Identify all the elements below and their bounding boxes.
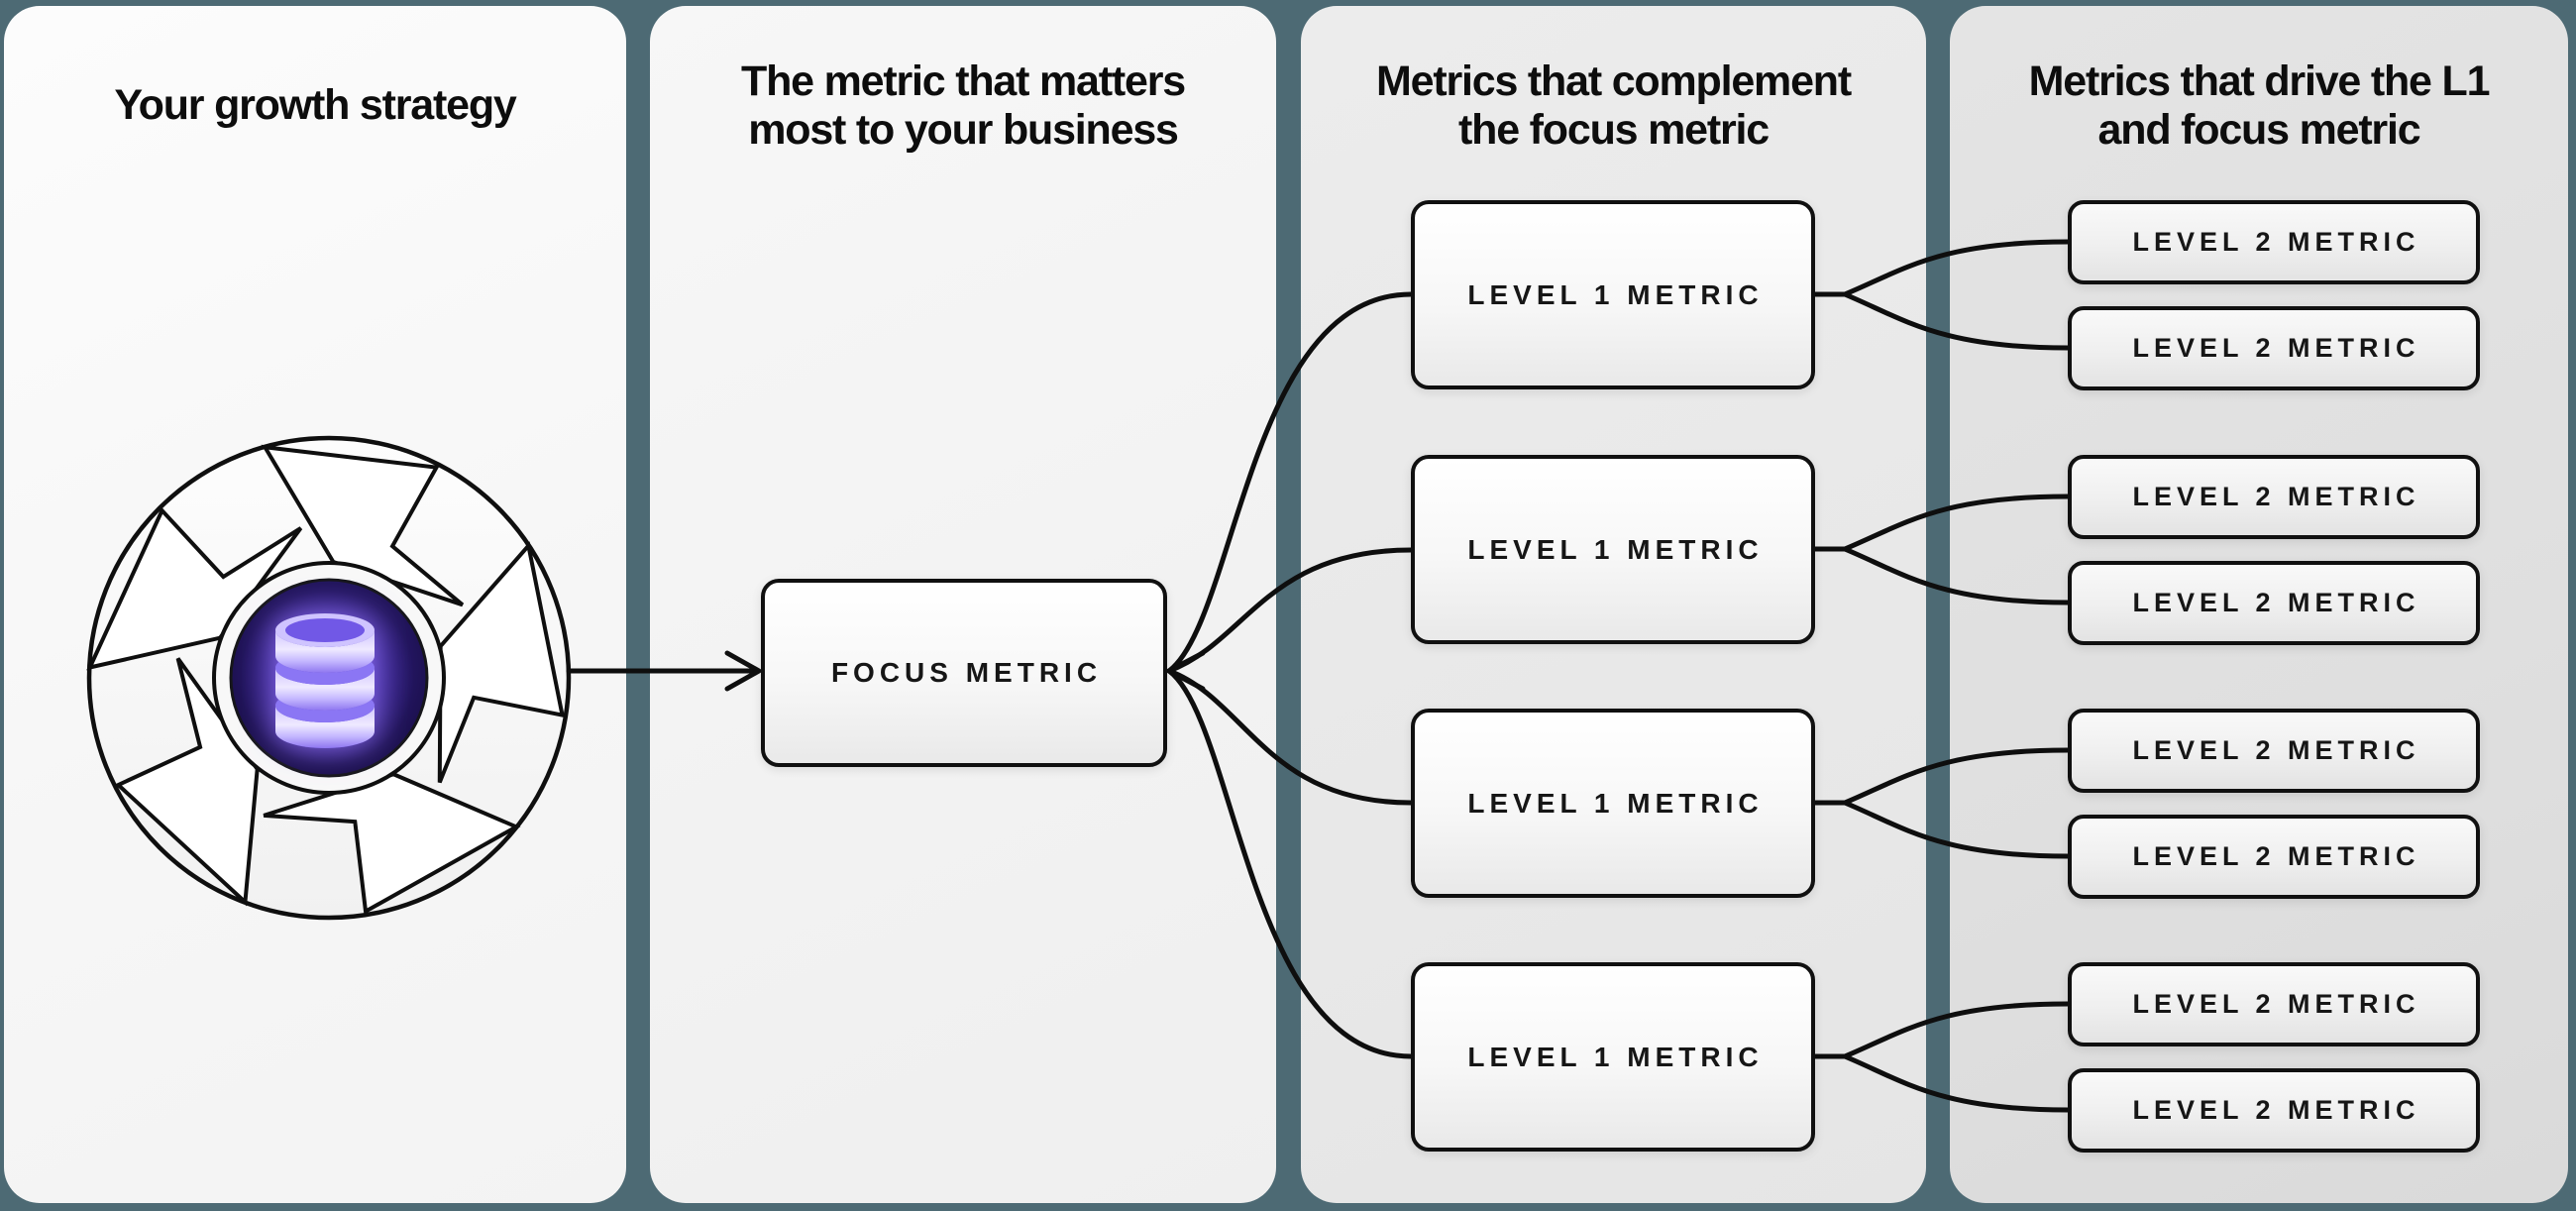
level2-metric-node: LEVEL 2 METRIC bbox=[2068, 455, 2480, 539]
curves-focus-l1 bbox=[1166, 291, 1414, 1059]
level2-metric-label: LEVEL 2 METRIC bbox=[2132, 841, 2420, 871]
database-icon bbox=[275, 613, 375, 748]
level1-metric-node: LEVEL 1 METRIC bbox=[1411, 200, 1815, 389]
level2-metric-label: LEVEL 2 METRIC bbox=[2132, 588, 2420, 617]
panel-title: Metrics that drive the L1 and focus metr… bbox=[2028, 57, 2491, 154]
level1-metric-node: LEVEL 1 METRIC bbox=[1411, 709, 1815, 898]
panel-title: Metrics that complement the focus metric bbox=[1376, 57, 1852, 154]
level2-metric-node: LEVEL 2 METRIC bbox=[2068, 962, 2480, 1046]
level2-metric-label: LEVEL 2 METRIC bbox=[2132, 333, 2420, 363]
level2-metric-node: LEVEL 2 METRIC bbox=[2068, 1068, 2480, 1153]
focus-metric-node: FOCUS METRIC bbox=[761, 579, 1167, 767]
level1-metric-label: LEVEL 1 METRIC bbox=[1467, 787, 1764, 819]
level2-metric-node: LEVEL 2 METRIC bbox=[2068, 815, 2480, 899]
panel-focus-metric: The metric that matters most to your bus… bbox=[650, 6, 1276, 1203]
level2-metric-node: LEVEL 2 METRIC bbox=[2068, 709, 2480, 793]
focus-metric-label: FOCUS METRIC bbox=[830, 657, 1103, 688]
level1-metric-label: LEVEL 1 METRIC bbox=[1467, 278, 1764, 310]
flywheel-blades bbox=[86, 444, 566, 915]
level1-metric-node: LEVEL 1 METRIC bbox=[1411, 962, 1815, 1152]
level2-metric-label: LEVEL 2 METRIC bbox=[2132, 735, 2420, 765]
curves-l1-l2 bbox=[1812, 239, 2071, 1113]
panel-title: The metric that matters most to your bus… bbox=[741, 57, 1186, 154]
level1-metric-node: LEVEL 1 METRIC bbox=[1411, 455, 1815, 644]
level2-metric-label: LEVEL 2 METRIC bbox=[2132, 227, 2420, 257]
level2-metric-label: LEVEL 2 METRIC bbox=[2132, 989, 2420, 1019]
flywheel-icon bbox=[86, 435, 572, 921]
level2-metric-node: LEVEL 2 METRIC bbox=[2068, 200, 2480, 284]
level1-metric-label: LEVEL 1 METRIC bbox=[1467, 1041, 1764, 1072]
level2-metric-node: LEVEL 2 METRIC bbox=[2068, 561, 2480, 645]
level1-metric-label: LEVEL 1 METRIC bbox=[1467, 533, 1764, 565]
arrowhead-right-icon bbox=[724, 650, 762, 692]
panel-title: Your growth strategy bbox=[114, 81, 516, 129]
level2-metric-node: LEVEL 2 METRIC bbox=[2068, 306, 2480, 390]
level2-metric-label: LEVEL 2 METRIC bbox=[2132, 482, 2420, 511]
level2-metric-label: LEVEL 2 METRIC bbox=[2132, 1095, 2420, 1125]
